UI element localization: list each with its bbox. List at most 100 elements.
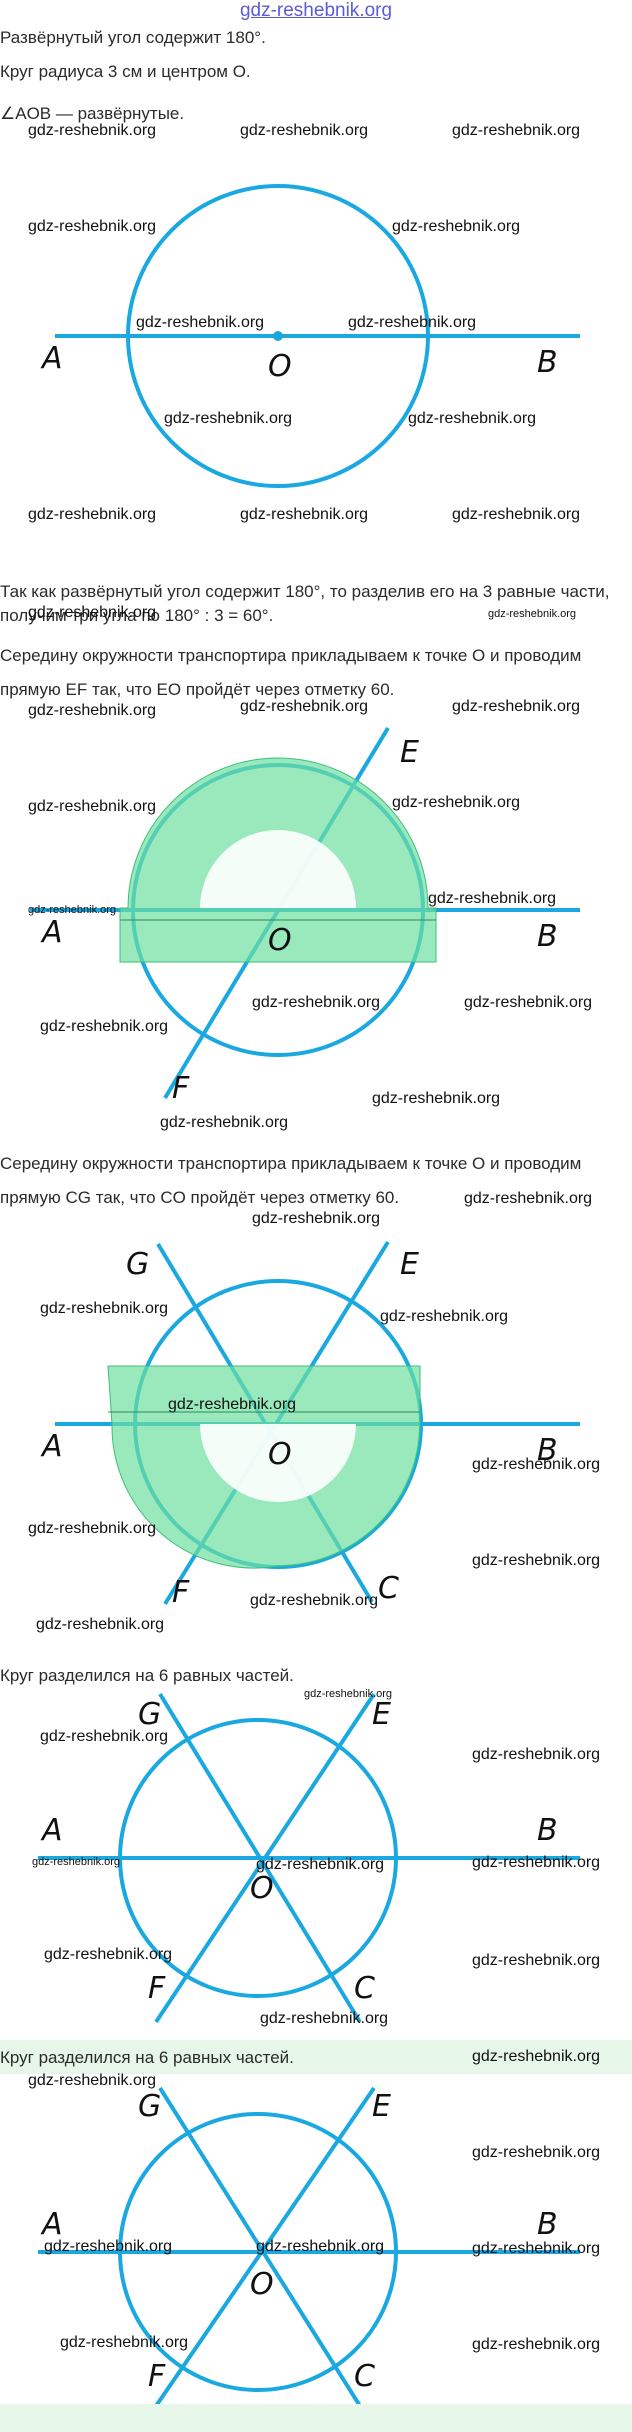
watermark: gdz-reshebnik.org [392, 794, 521, 811]
watermark: gdz-reshebnik.org [472, 2240, 601, 2257]
watermark: gdz-reshebnik.org [472, 1746, 601, 1763]
watermark: gdz-reshebnik.org [28, 904, 117, 916]
label-b: B [537, 2207, 558, 2242]
label-e: E [372, 1697, 391, 1732]
watermark: gdz-reshebnik.org [252, 994, 381, 1011]
label-f: F [148, 2359, 166, 2394]
watermark: gdz-reshebnik.org [28, 702, 157, 719]
label-o: O [250, 1871, 274, 1906]
label-e: E [400, 735, 419, 770]
watermark: gdz-reshebnik.org [28, 1520, 157, 1537]
watermark: gdz-reshebnik.org [168, 1396, 297, 1413]
paragraph-straight-angle: Развёрнутый угол содержит 180°. [0, 28, 266, 47]
label-b: B [537, 345, 558, 380]
paragraph-angle-aob: ∠AOB — развёрнутые. [0, 104, 185, 123]
label-g: G [138, 2089, 161, 2124]
label-o: O [250, 2267, 274, 2302]
watermark: gdz-reshebnik.org [28, 2072, 157, 2089]
watermark: gdz-reshebnik.org [488, 608, 577, 620]
label-b: B [537, 1813, 558, 1848]
watermark: gdz-reshebnik.org [464, 1190, 593, 1207]
watermark: gdz-reshebnik.org [36, 1616, 165, 1633]
watermark: gdz-reshebnik.org [392, 218, 521, 235]
line-cg [158, 1692, 362, 2024]
watermark: gdz-reshebnik.org [472, 1854, 601, 1871]
paragraph-protractor-cg-1: Середину окружности транспортира приклад… [0, 1154, 582, 1173]
paragraph-six-parts: Круг разделился на 6 равных частей. [0, 1666, 294, 1685]
watermark: gdz-reshebnik.org [256, 1856, 385, 1873]
watermark: gdz-reshebnik.org [452, 698, 581, 715]
label-o: O [268, 923, 292, 958]
highlight-band-bottom [0, 2404, 632, 2432]
paragraph-protractor-ef-2: прямую EF так, что EO пройдёт через отме… [0, 680, 395, 699]
watermark: gdz-reshebnik.org [240, 122, 369, 139]
watermark: gdz-reshebnik.org [472, 1952, 601, 1969]
label-a: A [40, 341, 63, 376]
figure-six-parts-repeat: G E A B O F C [38, 2086, 580, 2406]
line-ef [154, 1692, 376, 2024]
watermark: gdz-reshebnik.org [136, 314, 265, 331]
watermark: gdz-reshebnik.org [260, 2010, 389, 2027]
label-o: O [268, 349, 292, 384]
label-b: B [537, 1433, 558, 1468]
label-f: F [172, 1071, 190, 1106]
watermark: gdz-reshebnik.org [428, 890, 557, 907]
label-f: F [172, 1575, 190, 1610]
paragraph-protractor-ef-1: Середину окружности транспортира приклад… [0, 646, 582, 665]
watermark: gdz-reshebnik.org [304, 1688, 393, 1700]
figure-circle-line: A O B [40, 184, 580, 488]
watermark: gdz-reshebnik.org [472, 2048, 601, 2065]
watermark: gdz-reshebnik.org [472, 2336, 601, 2353]
figure-six-parts: G E A B O F C [38, 1692, 580, 2024]
label-g: G [126, 1247, 149, 1282]
watermark: gdz-reshebnik.org [472, 1456, 601, 1473]
watermark: gdz-reshebnik.org [32, 1856, 121, 1868]
watermark: gdz-reshebnik.org [452, 506, 581, 523]
watermark: gdz-reshebnik.org [28, 122, 157, 139]
highlight-band-top [0, 2040, 632, 2074]
label-c: C [354, 2359, 375, 2394]
watermark: gdz-reshebnik.org [164, 410, 293, 427]
watermark: gdz-reshebnik.org [464, 994, 593, 1011]
label-a: A [40, 915, 63, 950]
label-e: E [372, 2089, 391, 2124]
watermark: gdz-reshebnik.org [240, 698, 369, 715]
figure-protractor-ef: E A O B F [30, 726, 580, 1106]
watermark: gdz-reshebnik.org [28, 218, 157, 235]
watermark: gdz-reshebnik.org [408, 410, 537, 427]
label-a: A [40, 2207, 63, 2242]
label-c: C [378, 1571, 399, 1606]
watermark: gdz-reshebnik.org [252, 1210, 381, 1227]
watermark: gdz-reshebnik.org [40, 1300, 169, 1317]
paragraph-circle-radius: Круг радиуса 3 см и центром O. [0, 62, 251, 81]
paragraph-sixty-degrees: получим три угла по 180° : 3 = 60°. [0, 606, 274, 625]
watermark: gdz-reshebnik.org [372, 1090, 501, 1107]
watermark: gdz-reshebnik.org [40, 1018, 169, 1035]
label-b: B [537, 919, 558, 954]
watermark: gdz-reshebnik.org [452, 122, 581, 139]
watermark: gdz-reshebnik.org [256, 2238, 385, 2255]
watermark: gdz-reshebnik.org [40, 1728, 169, 1745]
label-e: E [400, 1247, 419, 1282]
label-f: F [148, 1971, 166, 2006]
watermark: gdz-reshebnik.org [28, 798, 157, 815]
paragraph-divide-three: Так как развёрнутый угол содержит 180°, … [0, 582, 610, 601]
site-header-link[interactable]: gdz-reshebnik.org [239, 0, 393, 21]
paragraph-six-parts-repeat: Круг разделился на 6 равных частей. [0, 2048, 294, 2067]
watermark: gdz-reshebnik.org [28, 506, 157, 523]
watermark: gdz-reshebnik.org [472, 2144, 601, 2161]
label-c: C [354, 1971, 375, 2006]
watermark: gdz-reshebnik.org [250, 1592, 379, 1609]
paragraph-protractor-cg-2: прямую CG так, что CO пройдёт через отме… [0, 1188, 400, 1207]
watermark: gdz-reshebnik.org [348, 314, 477, 331]
watermark: gdz-reshebnik.org [44, 1946, 173, 1963]
figure-protractor-cg: G E A O B F C [40, 1240, 580, 1610]
watermark: gdz-reshebnik.org [44, 2238, 173, 2255]
watermark: gdz-reshebnik.org [472, 1552, 601, 1569]
label-g: G [138, 1697, 161, 1732]
watermark: gdz-reshebnik.org [160, 1114, 289, 1131]
label-o: O [268, 1437, 292, 1472]
center-point [273, 331, 283, 341]
line-ef [154, 2086, 376, 2406]
watermark: gdz-reshebnik.org [60, 2334, 189, 2351]
